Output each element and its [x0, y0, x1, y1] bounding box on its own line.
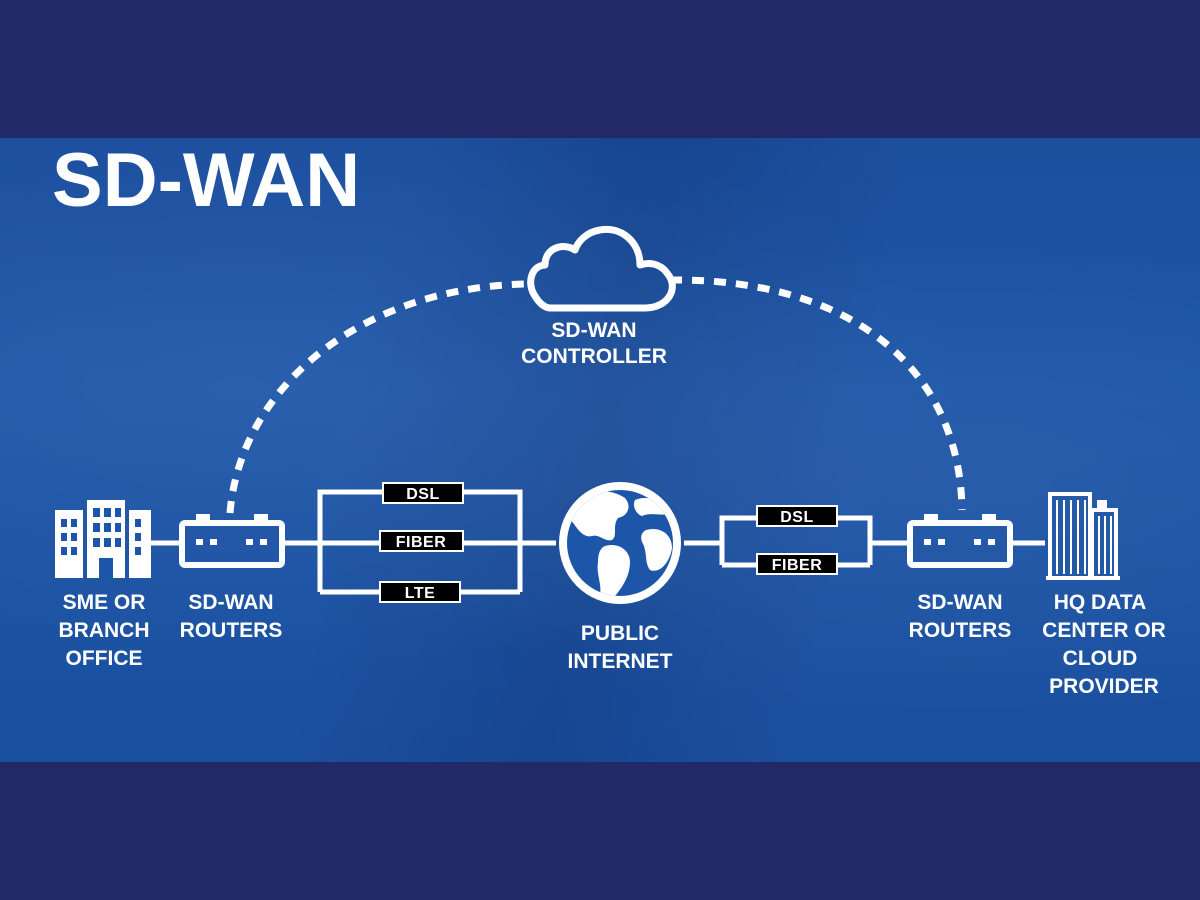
- left-router-label-line2: ROUTERS: [180, 619, 283, 642]
- svg-text:FIBER: FIBER: [396, 534, 447, 551]
- internet-label-line2: INTERNET: [568, 650, 673, 673]
- controller-label-line2: CONTROLLER: [521, 345, 667, 368]
- office-building-icon: [55, 500, 151, 578]
- svg-text:DSL: DSL: [780, 509, 814, 526]
- right-router-label-line1: SD-WAN: [917, 591, 1002, 614]
- link-tag-fiber-right: FIBER: [756, 553, 838, 575]
- hq-label-line1: HQ DATA: [1054, 591, 1147, 614]
- router-icon-left: [179, 514, 285, 568]
- cloud-icon: [527, 225, 676, 312]
- page-title: SD-WAN: [52, 138, 360, 223]
- controller-link-left: [226, 280, 526, 514]
- link-tag-lte-left: LTE: [379, 581, 461, 603]
- hq-label-line4: PROVIDER: [1049, 675, 1159, 698]
- branch-label-line2: BRANCH: [59, 619, 150, 642]
- branch-label-line3: OFFICE: [66, 647, 143, 670]
- svg-text:DSL: DSL: [406, 486, 440, 503]
- left-router-label-line1: SD-WAN: [188, 591, 273, 614]
- controller-link-right: [669, 276, 966, 511]
- svg-text:LTE: LTE: [405, 585, 436, 602]
- hq-label-line3: CLOUD: [1063, 647, 1138, 670]
- controller-label-line1: SD-WAN: [551, 319, 636, 342]
- right-router-label-line2: ROUTERS: [909, 619, 1012, 642]
- hq-label-line2: CENTER OR: [1042, 619, 1166, 642]
- diagram-panel: SD-WAN SD-WAN CONTROLLER DSL FIBER LTE: [0, 138, 1200, 762]
- sd-wan-diagram: SD-WAN SD-WAN CONTROLLER DSL FIBER LTE: [52, 138, 1166, 698]
- link-tag-fiber-left: FIBER: [379, 530, 464, 552]
- svg-text:FIBER: FIBER: [772, 557, 823, 574]
- globe-icon: [559, 482, 681, 604]
- skyscraper-icon: [1046, 492, 1120, 580]
- link-tag-dsl-left: DSL: [382, 482, 464, 504]
- link-tag-dsl-right: DSL: [756, 505, 838, 527]
- internet-label-line1: PUBLIC: [581, 622, 659, 645]
- router-icon-right: [907, 514, 1013, 568]
- branch-label-line1: SME OR: [63, 591, 146, 614]
